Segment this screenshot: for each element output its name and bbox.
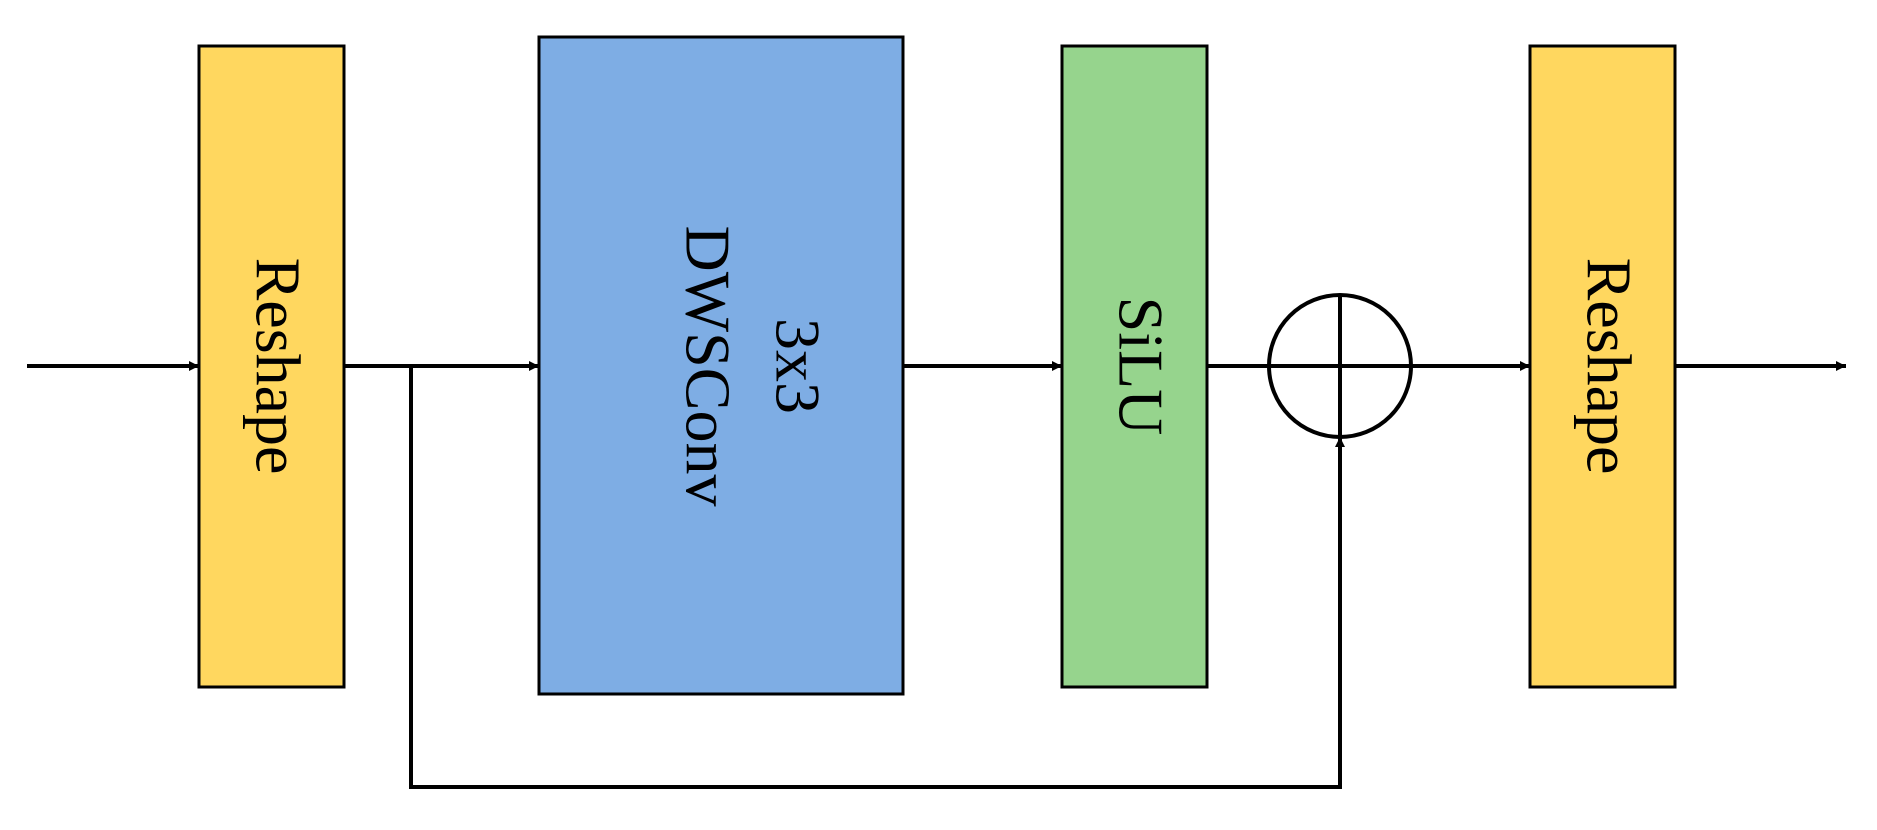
silu-block: SiLU bbox=[1060, 44, 1209, 689]
silu-label: SiLU bbox=[1105, 297, 1176, 436]
dwsconv-label-line2: DWSConv bbox=[672, 226, 743, 507]
reshape-input-box bbox=[197, 44, 346, 689]
reshape-input-label: Reshape bbox=[242, 258, 313, 475]
reshape-output-block: Reshape bbox=[1528, 44, 1677, 689]
reshape-output-box bbox=[1528, 44, 1677, 689]
skip-connection-arrow bbox=[409, 366, 1345, 789]
reshape-input-block: Reshape bbox=[197, 44, 346, 689]
add-operator bbox=[1267, 293, 1413, 439]
dwsconv-block: 3x3 DWSConv bbox=[537, 35, 905, 696]
dwsconv-label-line1: 3x3 bbox=[762, 318, 833, 414]
reshape-output-label: Reshape bbox=[1573, 258, 1644, 475]
dwsconv-box bbox=[537, 35, 905, 696]
silu-box bbox=[1060, 44, 1209, 689]
